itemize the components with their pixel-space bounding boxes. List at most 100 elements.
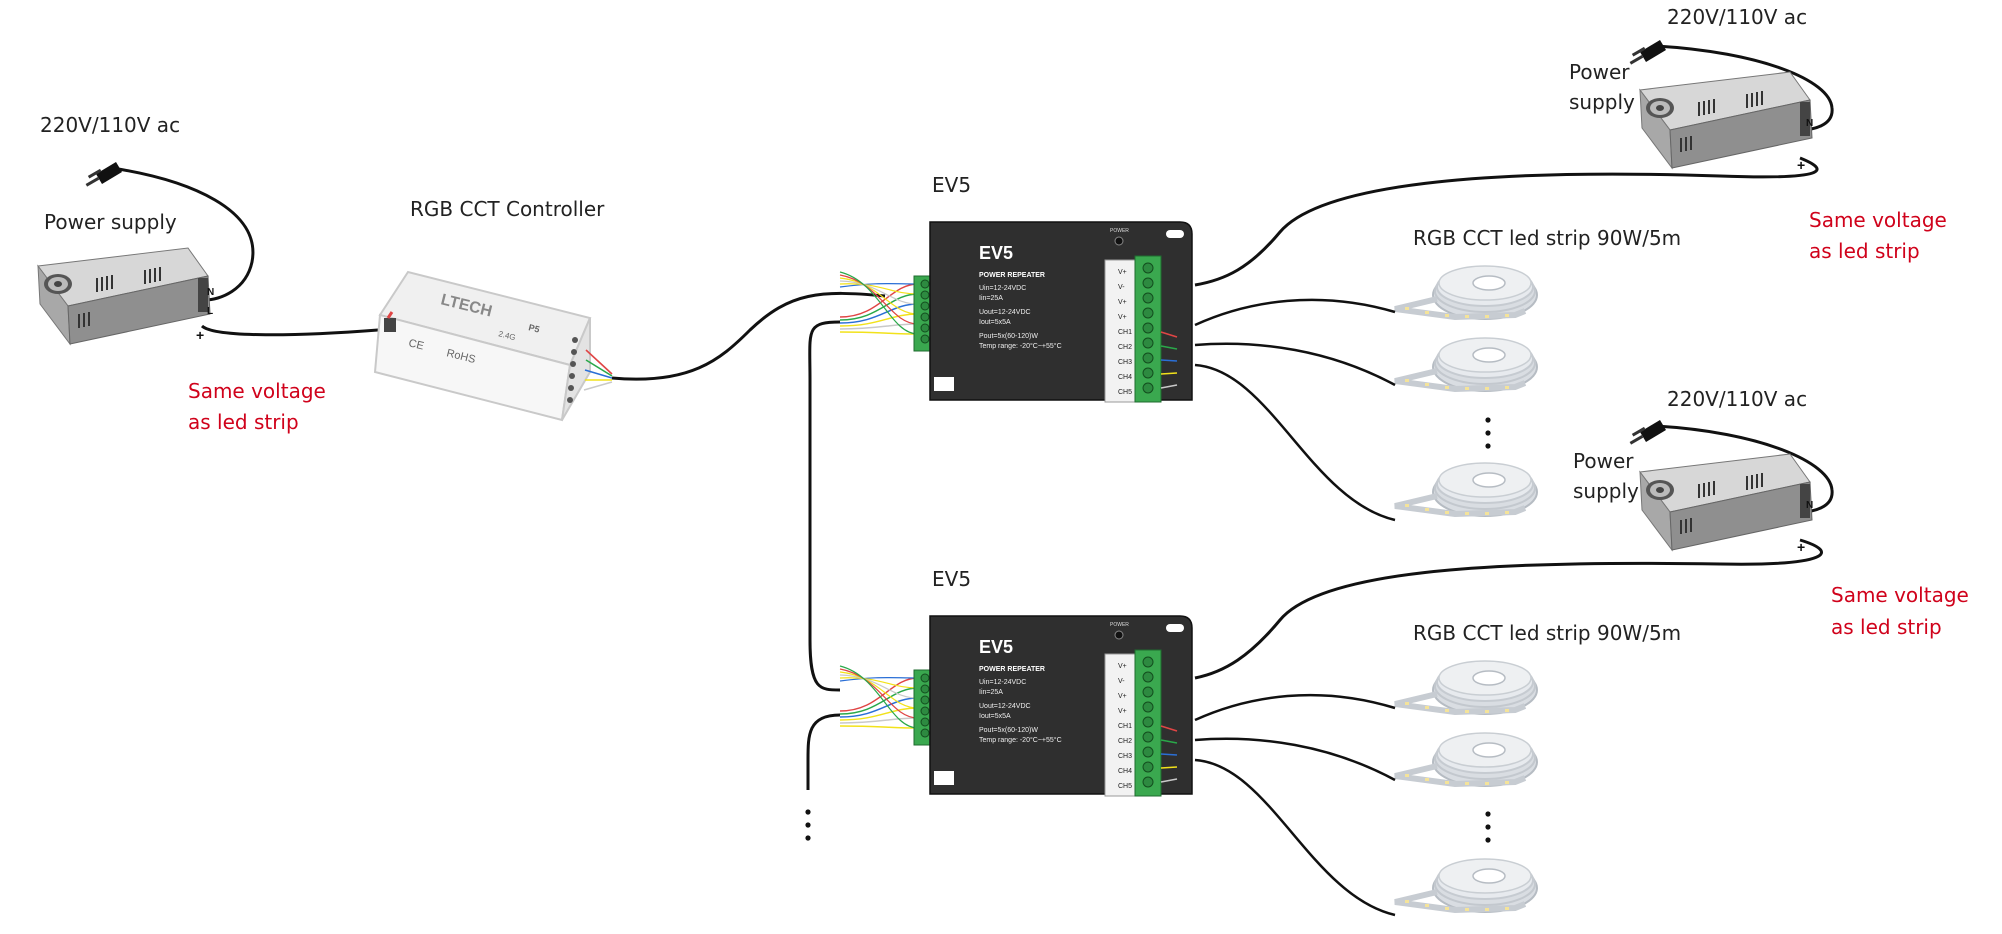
output-wire (1160, 372, 1178, 375)
pin-label: V- (1118, 284, 1125, 291)
pin-label: V+ (1118, 693, 1127, 700)
terminal-screw (1142, 367, 1154, 379)
ev5-spec-text: Uin=12-24VDC (979, 679, 1026, 686)
ev5-name: EV5 (979, 637, 1013, 657)
ev5-name: EV5 (979, 243, 1013, 263)
terminal-n-label: N (1806, 500, 1813, 511)
terminal-plus-label: + (1797, 539, 1805, 555)
ev5-spec-text: Uin=12-24VDC (979, 285, 1026, 292)
power-supply-mid-right (1639, 453, 1813, 551)
power-label-mid-right-2: supply (1573, 479, 1639, 503)
terminal-screw (920, 717, 930, 727)
power-supply-top-right (1639, 71, 1813, 169)
input-wire (839, 331, 919, 335)
terminal-l-label: L (207, 306, 213, 317)
power-label-top-right-1: Power (1569, 60, 1630, 84)
terminal-screw (1142, 322, 1154, 334)
output-wire (1160, 778, 1178, 783)
pin-label: V+ (1118, 663, 1127, 670)
pin-label: CH4 (1118, 768, 1132, 775)
mounting-slot (934, 771, 954, 785)
terminal-screw (1142, 292, 1154, 304)
input-wire (839, 283, 919, 288)
pin-label: V+ (1118, 314, 1127, 321)
power-label-top-right-2: supply (1569, 90, 1635, 114)
led-strips-group-1 (1395, 266, 1537, 516)
input-wire (839, 283, 919, 318)
output-cables-2 (1194, 693, 1396, 917)
input-wire (839, 277, 919, 315)
terminal-screw (1142, 701, 1154, 713)
terminal-screw (920, 728, 930, 738)
ev5-spec-text: Pout=5x(60-120)W (979, 333, 1038, 340)
led-strip-reel (1395, 338, 1537, 391)
mounting-slot (1166, 624, 1184, 632)
ev5-spec-text: Temp range: -20°C~+55°C (979, 342, 1062, 350)
input-wire (839, 671, 919, 709)
terminal-screw (920, 279, 930, 289)
ev5-spec-text: POWER REPEATER (979, 666, 1045, 673)
input-wire (839, 313, 919, 327)
controller-device: LTECH P5 2.4G CE RoHS (373, 270, 592, 422)
ev5-spec-text: POWER REPEATER (979, 272, 1045, 279)
input-wire (839, 697, 919, 718)
power-label-mid-right-1: Power (1573, 449, 1634, 473)
input-wire (839, 323, 919, 330)
strip-label-2: RGB CCT led strip 90W/5m (1413, 621, 1681, 645)
pin-label: CH2 (1118, 738, 1132, 745)
mains-label-mid-right: 220V/110V ac (1667, 387, 1807, 411)
output-cables-1 (1194, 298, 1396, 522)
pin-label: V+ (1118, 708, 1127, 715)
input-wire (839, 677, 919, 689)
output-wire (1160, 384, 1178, 389)
ac-cable (111, 166, 255, 302)
terminal-screw (1142, 716, 1154, 728)
mounting-slot (934, 377, 954, 391)
ac-cable (1655, 424, 1834, 514)
same-voltage-top-2: as led strip (1809, 239, 1920, 263)
plug-icon (1629, 40, 1666, 65)
mains-label-left: 220V/110V ac (40, 113, 180, 137)
terminal-screw (920, 323, 930, 333)
terminal-screw (1142, 337, 1154, 349)
power-indicator-label: POWER (1110, 622, 1129, 628)
same-voltage-mid-1: Same voltage (1831, 583, 1969, 607)
terminal-plus-label: + (196, 327, 204, 343)
led-strip-reel (1395, 859, 1537, 912)
input-wire (839, 303, 919, 324)
ev5-spec-text: Uout=12-24VDC (979, 309, 1031, 316)
pin-label: V+ (1118, 269, 1127, 276)
pin-label: CH2 (1118, 344, 1132, 351)
controller-ce: CE (407, 337, 425, 352)
controller-freq: 2.4G (498, 329, 517, 342)
terminal-screw (1142, 382, 1154, 394)
output-wire (1160, 725, 1178, 732)
signal-cable-2 (808, 320, 841, 692)
terminal-screw (1142, 746, 1154, 758)
led-strips-group-2 (1395, 661, 1537, 912)
input-wire (839, 725, 919, 729)
dc-cable-left (200, 324, 379, 337)
power-indicator-label: POWER (1110, 228, 1129, 234)
terminal-n-label: N (1806, 118, 1813, 129)
ev5-spec-text: Iout=5x5A (979, 713, 1011, 720)
ev5-label: EV5 (932, 567, 971, 591)
pin-label: CH4 (1118, 374, 1132, 381)
input-wire (839, 665, 919, 729)
ev5-spec-text: Pout=5x(60-120)W (979, 727, 1038, 734)
plug-icon (85, 162, 122, 187)
output-wire (1160, 766, 1178, 769)
mounting-slot (1166, 230, 1184, 238)
input-wire (839, 274, 919, 325)
terminal-n-label: N (207, 287, 214, 298)
pin-label: CH1 (1118, 723, 1132, 730)
signal-cable-3 (806, 713, 841, 790)
controller-title: RGB CCT Controller (410, 197, 605, 221)
terminal-screw (920, 290, 930, 300)
dc-cable-top (1194, 156, 1819, 287)
ev5-spec-text: Uout=12-24VDC (979, 703, 1031, 710)
output-wire (1160, 739, 1178, 744)
